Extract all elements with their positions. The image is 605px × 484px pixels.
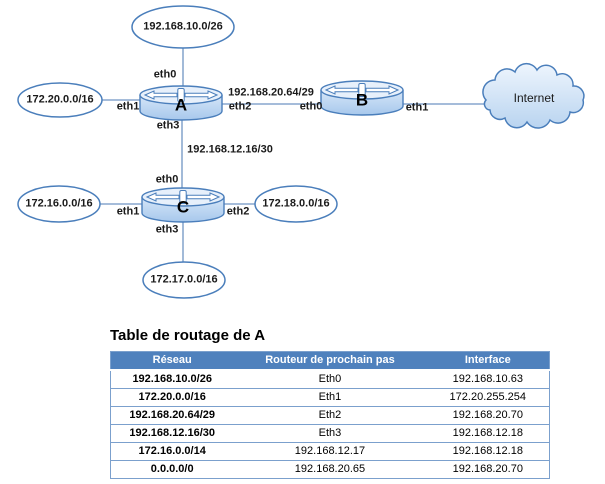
cell-next-hop: Eth3 <box>233 424 427 443</box>
network-label-right-c: 172.18.0.0/16 <box>262 197 330 210</box>
router-a-icon <box>139 85 223 121</box>
cell-next-hop: Eth2 <box>233 406 427 425</box>
cell-network: 0.0.0.0/0 <box>110 460 234 479</box>
table-row: 192.168.10.0/26 Eth0 192.168.10.63 <box>110 369 550 389</box>
iface-label-a-eth0: eth0 <box>153 68 177 81</box>
iface-label-b-eth0: eth0 <box>299 100 323 113</box>
network-label-top: 192.168.10.0/26 <box>143 20 223 33</box>
network-ellipse-left-a <box>17 82 103 118</box>
network-label-bottom-c: 172.17.0.0/16 <box>150 273 218 286</box>
router-c-icon <box>141 187 225 223</box>
cell-network: 172.20.0.0/16 <box>110 388 234 407</box>
cell-interface: 192.168.10.63 <box>426 369 550 389</box>
routing-table-section: Table de routage de A Réseau Routeur de … <box>110 327 550 479</box>
cell-network: 172.16.0.0/14 <box>110 442 234 461</box>
cell-interface: 172.20.255.254 <box>426 388 550 407</box>
iface-label-a-eth3: eth3 <box>156 119 180 132</box>
iface-label-c-eth2: eth2 <box>226 205 250 218</box>
iface-label-c-eth0: eth0 <box>155 173 179 186</box>
table-header-row: Réseau Routeur de prochain pas Interface <box>110 351 550 371</box>
network-ellipses <box>17 5 338 299</box>
col-header-interface: Interface <box>426 351 550 371</box>
cell-next-hop: Eth0 <box>233 369 427 389</box>
router-b-label: B <box>355 90 369 110</box>
network-ellipse-bottom-c <box>142 261 226 299</box>
cell-next-hop: 192.168.20.65 <box>233 460 427 479</box>
router-arrows-icon <box>324 83 400 97</box>
cell-interface: 192.168.20.70 <box>426 460 550 479</box>
table-row: 192.168.20.64/29 Eth2 192.168.20.70 <box>110 406 550 425</box>
table-row: 192.168.12.16/30 Eth3 192.168.12.18 <box>110 424 550 443</box>
table-row: 0.0.0.0/0 192.168.20.65 192.168.20.70 <box>110 460 550 479</box>
network-label-left-c: 172.16.0.0/16 <box>25 197 93 210</box>
cell-network: 192.168.10.0/26 <box>110 369 234 389</box>
network-label-left-a: 172.20.0.0/16 <box>26 93 94 106</box>
routing-table: Réseau Routeur de prochain pas Interface… <box>110 351 550 479</box>
iface-label-c-eth1: eth1 <box>116 205 140 218</box>
router-arrows-icon <box>145 190 221 204</box>
cell-interface: 192.168.20.70 <box>426 406 550 425</box>
table-row: 172.20.0.0/16 Eth1 172.20.255.254 <box>110 388 550 407</box>
col-header-reseau: Réseau <box>110 351 234 371</box>
internet-cloud <box>482 62 585 129</box>
cell-next-hop: 192.168.12.17 <box>233 442 427 461</box>
cell-interface: 192.168.12.18 <box>426 424 550 443</box>
network-ellipse-right-c <box>254 185 338 223</box>
internet-label: Internet <box>513 91 555 105</box>
iface-label-c-eth3: eth3 <box>155 223 179 236</box>
network-diagram <box>17 5 585 299</box>
link-label-a-c: 192.168.12.16/30 <box>187 143 273 156</box>
iface-label-b-eth1: eth1 <box>405 101 429 114</box>
link-label-a-b: 192.168.20.64/29 <box>228 86 314 99</box>
router-a-label: A <box>174 95 188 115</box>
table-row: 172.16.0.0/14 192.168.12.17 192.168.12.1… <box>110 442 550 461</box>
cell-network: 192.168.12.16/30 <box>110 424 234 443</box>
router-arrows-icon <box>143 88 219 102</box>
link-lines <box>97 46 488 265</box>
network-ellipse-top <box>131 5 235 49</box>
cell-network: 192.168.20.64/29 <box>110 406 234 425</box>
router-b-icon <box>320 80 404 116</box>
network-ellipse-left-c <box>17 185 101 223</box>
col-header-next-hop: Routeur de prochain pas <box>233 351 427 371</box>
cell-next-hop: Eth1 <box>233 388 427 407</box>
router-c-label: C <box>176 197 190 217</box>
iface-label-a-eth2: eth2 <box>228 100 252 113</box>
iface-label-a-eth1: eth1 <box>116 100 140 113</box>
routing-table-title: Table de routage de A <box>110 327 266 344</box>
cell-interface: 192.168.12.18 <box>426 442 550 461</box>
